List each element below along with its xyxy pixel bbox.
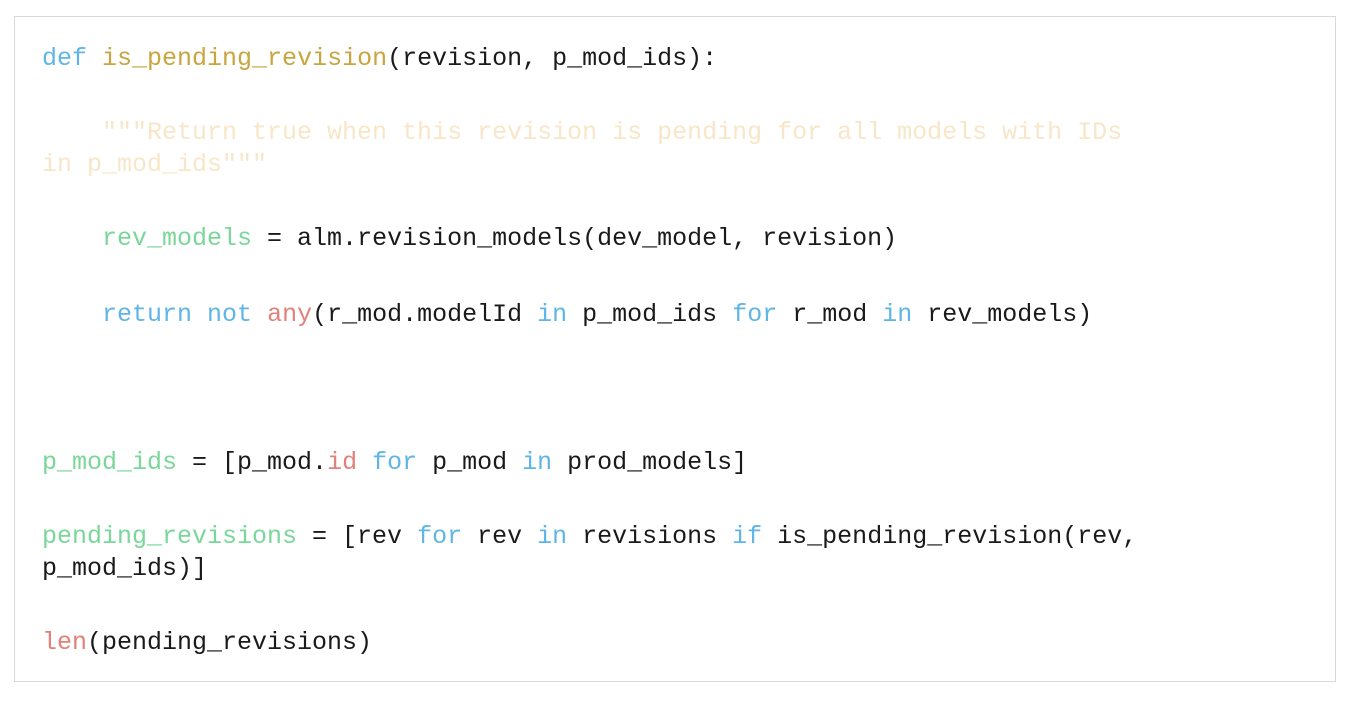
keyword-not: not xyxy=(207,300,253,329)
keyword-in: in xyxy=(882,300,913,329)
keyword-in: in xyxy=(537,522,568,551)
keyword-def: def xyxy=(42,44,88,73)
code-space xyxy=(192,300,207,329)
keyword-in: in xyxy=(522,448,553,477)
variable-pending-revisions: pending_revisions xyxy=(42,522,298,551)
code-line-p-mod-ids: p_mod_ids = [p_mod.id for p_mod in prod_… xyxy=(42,447,747,479)
builtin-len: len xyxy=(42,628,88,657)
function-name: is_pending_revision xyxy=(102,44,388,73)
keyword-for: for xyxy=(417,522,463,551)
code-text: = [p_mod. xyxy=(177,448,328,477)
code-space xyxy=(357,448,372,477)
code-text: prod_models] xyxy=(552,448,748,477)
code-text: (r_mod.modelId xyxy=(312,300,538,329)
code-line-continuation: p_mod_ids)] xyxy=(42,554,208,583)
code-line-pending-revisions: pending_revisions = [rev for rev in revi… xyxy=(42,521,1137,553)
code-text: rev xyxy=(462,522,538,551)
code-space xyxy=(87,44,102,73)
code-text: p_mod_ids xyxy=(567,300,733,329)
keyword-return: return xyxy=(102,300,193,329)
assignment-expr: = alm.revision_models(dev_model, revisio… xyxy=(252,224,898,253)
code-line-len: len(pending_revisions) xyxy=(42,627,372,659)
builtin-any: any xyxy=(267,300,313,329)
variable-p-mod-ids: p_mod_ids xyxy=(42,448,178,477)
keyword-in: in xyxy=(537,300,568,329)
code-text: is_pending_revision(rev, xyxy=(762,522,1138,551)
code-block: def is_pending_revision(revision, p_mod_… xyxy=(14,16,1336,682)
function-params: (revision, p_mod_ids): xyxy=(387,44,718,73)
code-text: (pending_revisions) xyxy=(87,628,373,657)
keyword-if: if xyxy=(732,522,763,551)
code-text: revisions xyxy=(567,522,733,551)
code-text: = [rev xyxy=(297,522,418,551)
code-indent xyxy=(42,300,102,329)
code-text: r_mod xyxy=(777,300,883,329)
keyword-for: for xyxy=(732,300,778,329)
code-text: p_mod xyxy=(417,448,523,477)
docstring-line-2: in p_mod_ids""" xyxy=(42,150,268,179)
builtin-id: id xyxy=(327,448,358,477)
keyword-for: for xyxy=(372,448,418,477)
code-indent xyxy=(42,224,102,253)
code-line-return: return not any(r_mod.modelId in p_mod_id… xyxy=(42,299,1092,331)
code-line-rev-models: rev_models = alm.revision_models(dev_mod… xyxy=(42,223,897,255)
code-line-def: def is_pending_revision(revision, p_mod_… xyxy=(42,43,717,75)
docstring-line-1: """Return true when this revision is pen… xyxy=(42,118,1123,147)
code-space xyxy=(252,300,267,329)
code-text: rev_models) xyxy=(912,300,1093,329)
variable-rev-models: rev_models xyxy=(102,224,253,253)
